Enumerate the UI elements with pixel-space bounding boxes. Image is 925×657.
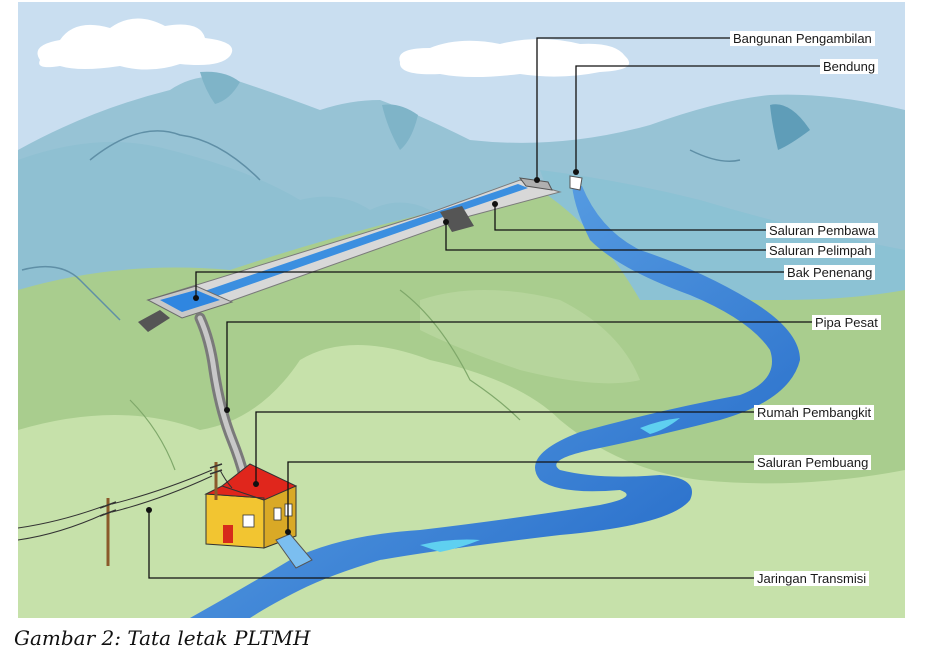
label-bendung: Bendung: [820, 59, 879, 74]
forebay-water: [160, 290, 220, 312]
forebay-spillway: [138, 310, 170, 332]
spillway-structure: [440, 206, 474, 232]
ridge-line: [129, 399, 176, 471]
label-bak-penenang: Bak Penenang: [784, 265, 876, 280]
cloud: [37, 18, 233, 70]
leader-bendung: [575, 65, 820, 172]
ridge-line: [399, 289, 521, 421]
mountain-shadow: [200, 71, 240, 104]
leader-saluran-pelimpah: [445, 222, 766, 251]
ridge-line: [89, 130, 261, 181]
mountain-shadow: [382, 104, 418, 150]
leader-bangunan-pengambilan: [536, 37, 730, 180]
leader-saluran-pembawa: [494, 204, 766, 231]
pltmh-scene-illustration: [18, 2, 905, 618]
transmission-wire: [18, 469, 233, 541]
label-saluran-pembawa: Saluran Pembawa: [766, 223, 879, 238]
leader-jaringan-transmisi: [148, 510, 754, 579]
distant-hill: [420, 290, 640, 384]
tailrace-channel: [275, 533, 313, 569]
mountain-shadow: [770, 104, 810, 150]
river-highlight: [420, 539, 480, 552]
ridge-line: [689, 149, 741, 162]
leader-rumah-pembangkit: [255, 411, 754, 484]
leader-saluran-pembuang: [287, 461, 754, 532]
leader-dots: [146, 169, 579, 535]
meadow: [18, 345, 905, 618]
label-pipa-pesat: Pipa Pesat: [812, 315, 881, 330]
powerhouse-wall-front: [205, 493, 265, 549]
powerhouse-window: [242, 514, 255, 528]
figure-caption: Gambar 2: Tata letak PLTMH: [14, 626, 311, 650]
leader-bak-penenang: [195, 271, 784, 298]
label-rumah-pembangkit: Rumah Pembangkit: [754, 405, 875, 420]
river-highlight: [640, 418, 680, 434]
label-saluran-pelimpah: Saluran Pelimpah: [766, 243, 875, 258]
label-bangunan-pengambilan: Bangunan Pengambilan: [730, 31, 875, 46]
cloud: [399, 39, 630, 77]
ridge-line: [21, 265, 121, 321]
weir-structure: [569, 175, 583, 191]
label-jaringan-transmisi: Jaringan Transmisi: [754, 571, 870, 586]
powerhouse-door: [223, 525, 233, 543]
leader-lines: [148, 37, 820, 579]
powerhouse-window: [273, 507, 282, 521]
leader-pipa-pesat: [226, 321, 812, 410]
penstock-highlight: [197, 315, 247, 479]
river: [190, 186, 800, 618]
label-saluran-pembuang: Saluran Pembuang: [754, 455, 872, 470]
